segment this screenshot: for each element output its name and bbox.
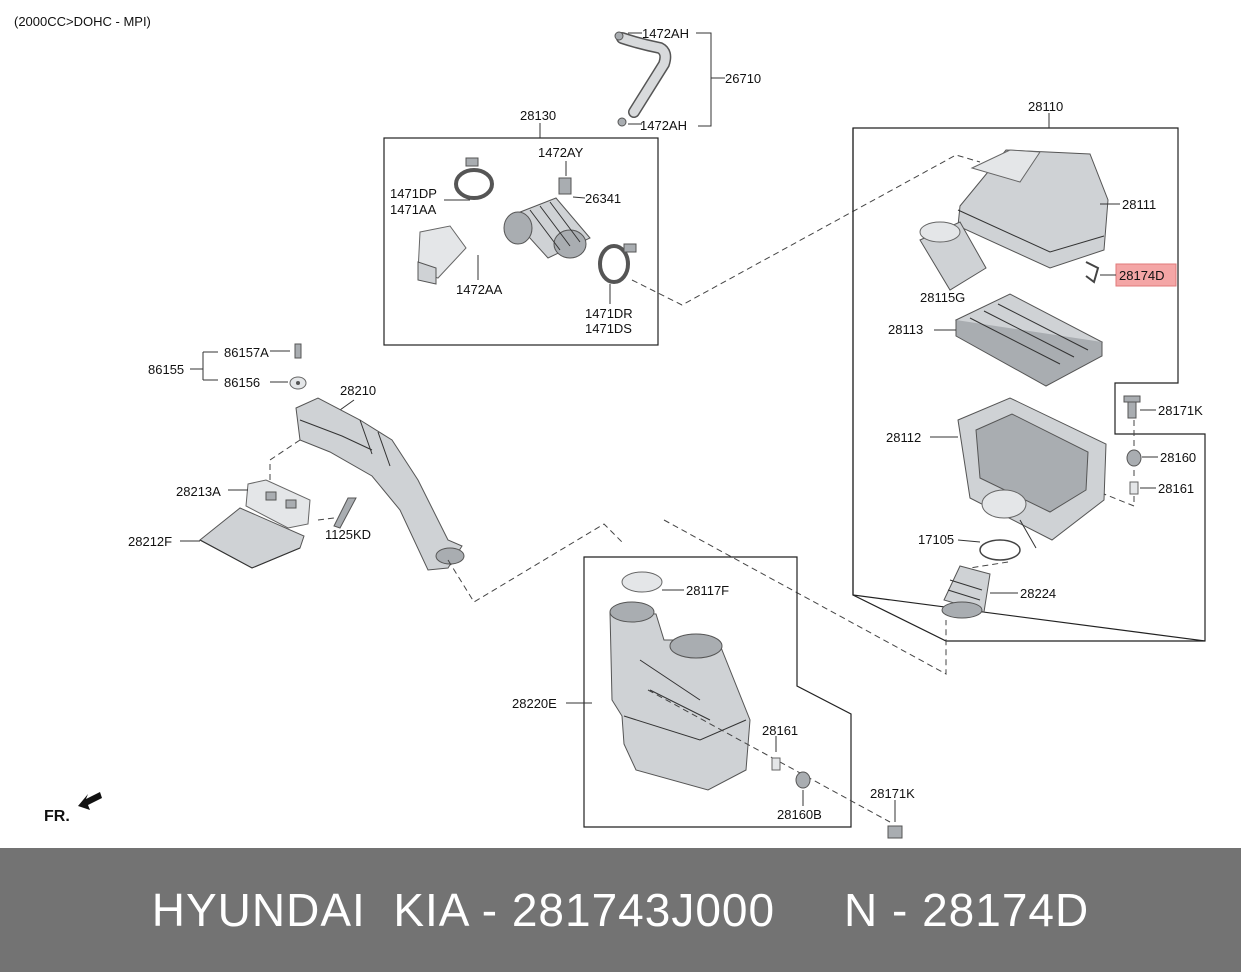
- air-cleaner-cover-28111: [957, 149, 1109, 269]
- label-28210: 28210: [340, 383, 376, 398]
- pin-28161-right: [1129, 481, 1139, 495]
- label-1125kd: 1125KD: [325, 527, 371, 542]
- pin-28161-bottom: [771, 757, 781, 771]
- grommet-28160b: [795, 771, 811, 789]
- parts-diagram: (2000CC>DOHC - MPI) 1472AH 26710 1472AH …: [14, 14, 1206, 839]
- bracket-28213a: [245, 479, 311, 529]
- label-86155: 86155: [148, 362, 184, 377]
- label-28117f: 28117F: [686, 583, 729, 598]
- box-28220e: [583, 556, 852, 828]
- air-cleaner-body-28112: [957, 397, 1107, 549]
- label-28113: 28113: [888, 322, 923, 337]
- bolt-86157a: [294, 343, 302, 359]
- label-1472ah-top: 1472AH: [642, 26, 689, 41]
- label-28171k-bottom: 28171K: [870, 786, 915, 801]
- air-duct-28115g: [919, 221, 987, 291]
- seal-28117f: [621, 571, 663, 593]
- label-1471dp: 1471DP: [390, 186, 437, 201]
- label-28224: 28224: [1020, 586, 1056, 601]
- hose-clamp-1471dp: [454, 157, 494, 200]
- label-28112: 28112: [886, 430, 921, 445]
- label-28110: 28110: [1028, 99, 1063, 114]
- label-1472ah-bottom: 1472AH: [640, 118, 687, 133]
- air-duct-28210: [295, 397, 465, 571]
- bolt-28171k-bottom: [887, 825, 903, 839]
- label-17105: 17105: [918, 532, 954, 547]
- hose-28224: [941, 565, 991, 619]
- label-1471aa: 1471AA: [390, 202, 437, 217]
- label-1471dr: 1471DR: [585, 306, 633, 321]
- part-number-banner: HYUNDAI KIA - 281743J000 N - 28174D: [0, 848, 1241, 972]
- resonator-28220e: [609, 601, 751, 791]
- air-filter-28113: [954, 293, 1104, 387]
- label-28111: 28111: [1122, 197, 1156, 212]
- label-26341: 26341: [585, 191, 621, 206]
- hose-clamp-1471dr: [598, 243, 637, 284]
- label-1472ay: 1472AY: [538, 145, 584, 160]
- front-direction-label: FR.: [44, 808, 70, 825]
- grommet-28160: [1126, 449, 1142, 467]
- air-intake-hose-28130: [503, 197, 591, 259]
- label-28212f: 28212F: [128, 534, 172, 549]
- label-28160: 28160: [1160, 450, 1196, 465]
- label-86157a: 86157A: [224, 345, 269, 360]
- label-1471ds: 1471DS: [585, 321, 632, 336]
- hose-26710: [614, 31, 672, 127]
- grommet-86156: [289, 376, 307, 390]
- bolt-1125kd: [333, 497, 357, 529]
- label-28160b: 28160B: [777, 807, 822, 822]
- label-28171k-right: 28171K: [1158, 403, 1203, 418]
- front-direction-arrow-icon: [78, 792, 102, 810]
- bolt-28171k-right: [1123, 395, 1141, 419]
- label-28174d: 28174D: [1119, 268, 1165, 283]
- label-28220e: 28220E: [512, 696, 557, 711]
- diagram-canvas: (2000CC>DOHC - MPI) 1472AH 26710 1472AH …: [14, 14, 1206, 839]
- label-28213a: 28213A: [176, 484, 221, 499]
- box-28130: [383, 137, 659, 346]
- label-26710: 26710: [725, 71, 761, 86]
- label-86156: 86156: [224, 375, 260, 390]
- label-28161-right: 28161: [1158, 481, 1194, 496]
- label-28161-bottom: 28161: [762, 723, 798, 738]
- oring-17105: [979, 539, 1021, 561]
- engine-note: (2000CC>DOHC - MPI): [14, 14, 151, 29]
- banner-text: HYUNDAI KIA - 281743J000 N - 28174D: [151, 884, 1090, 936]
- sensor-26341: [558, 177, 572, 195]
- label-28115g: 28115G: [920, 290, 965, 305]
- cover-28212f: [199, 507, 305, 569]
- label-1472aa: 1472AA: [456, 282, 503, 297]
- resonator-1472aa: [417, 225, 467, 285]
- clip-28174d: [1085, 261, 1100, 284]
- label-28130: 28130: [520, 108, 556, 123]
